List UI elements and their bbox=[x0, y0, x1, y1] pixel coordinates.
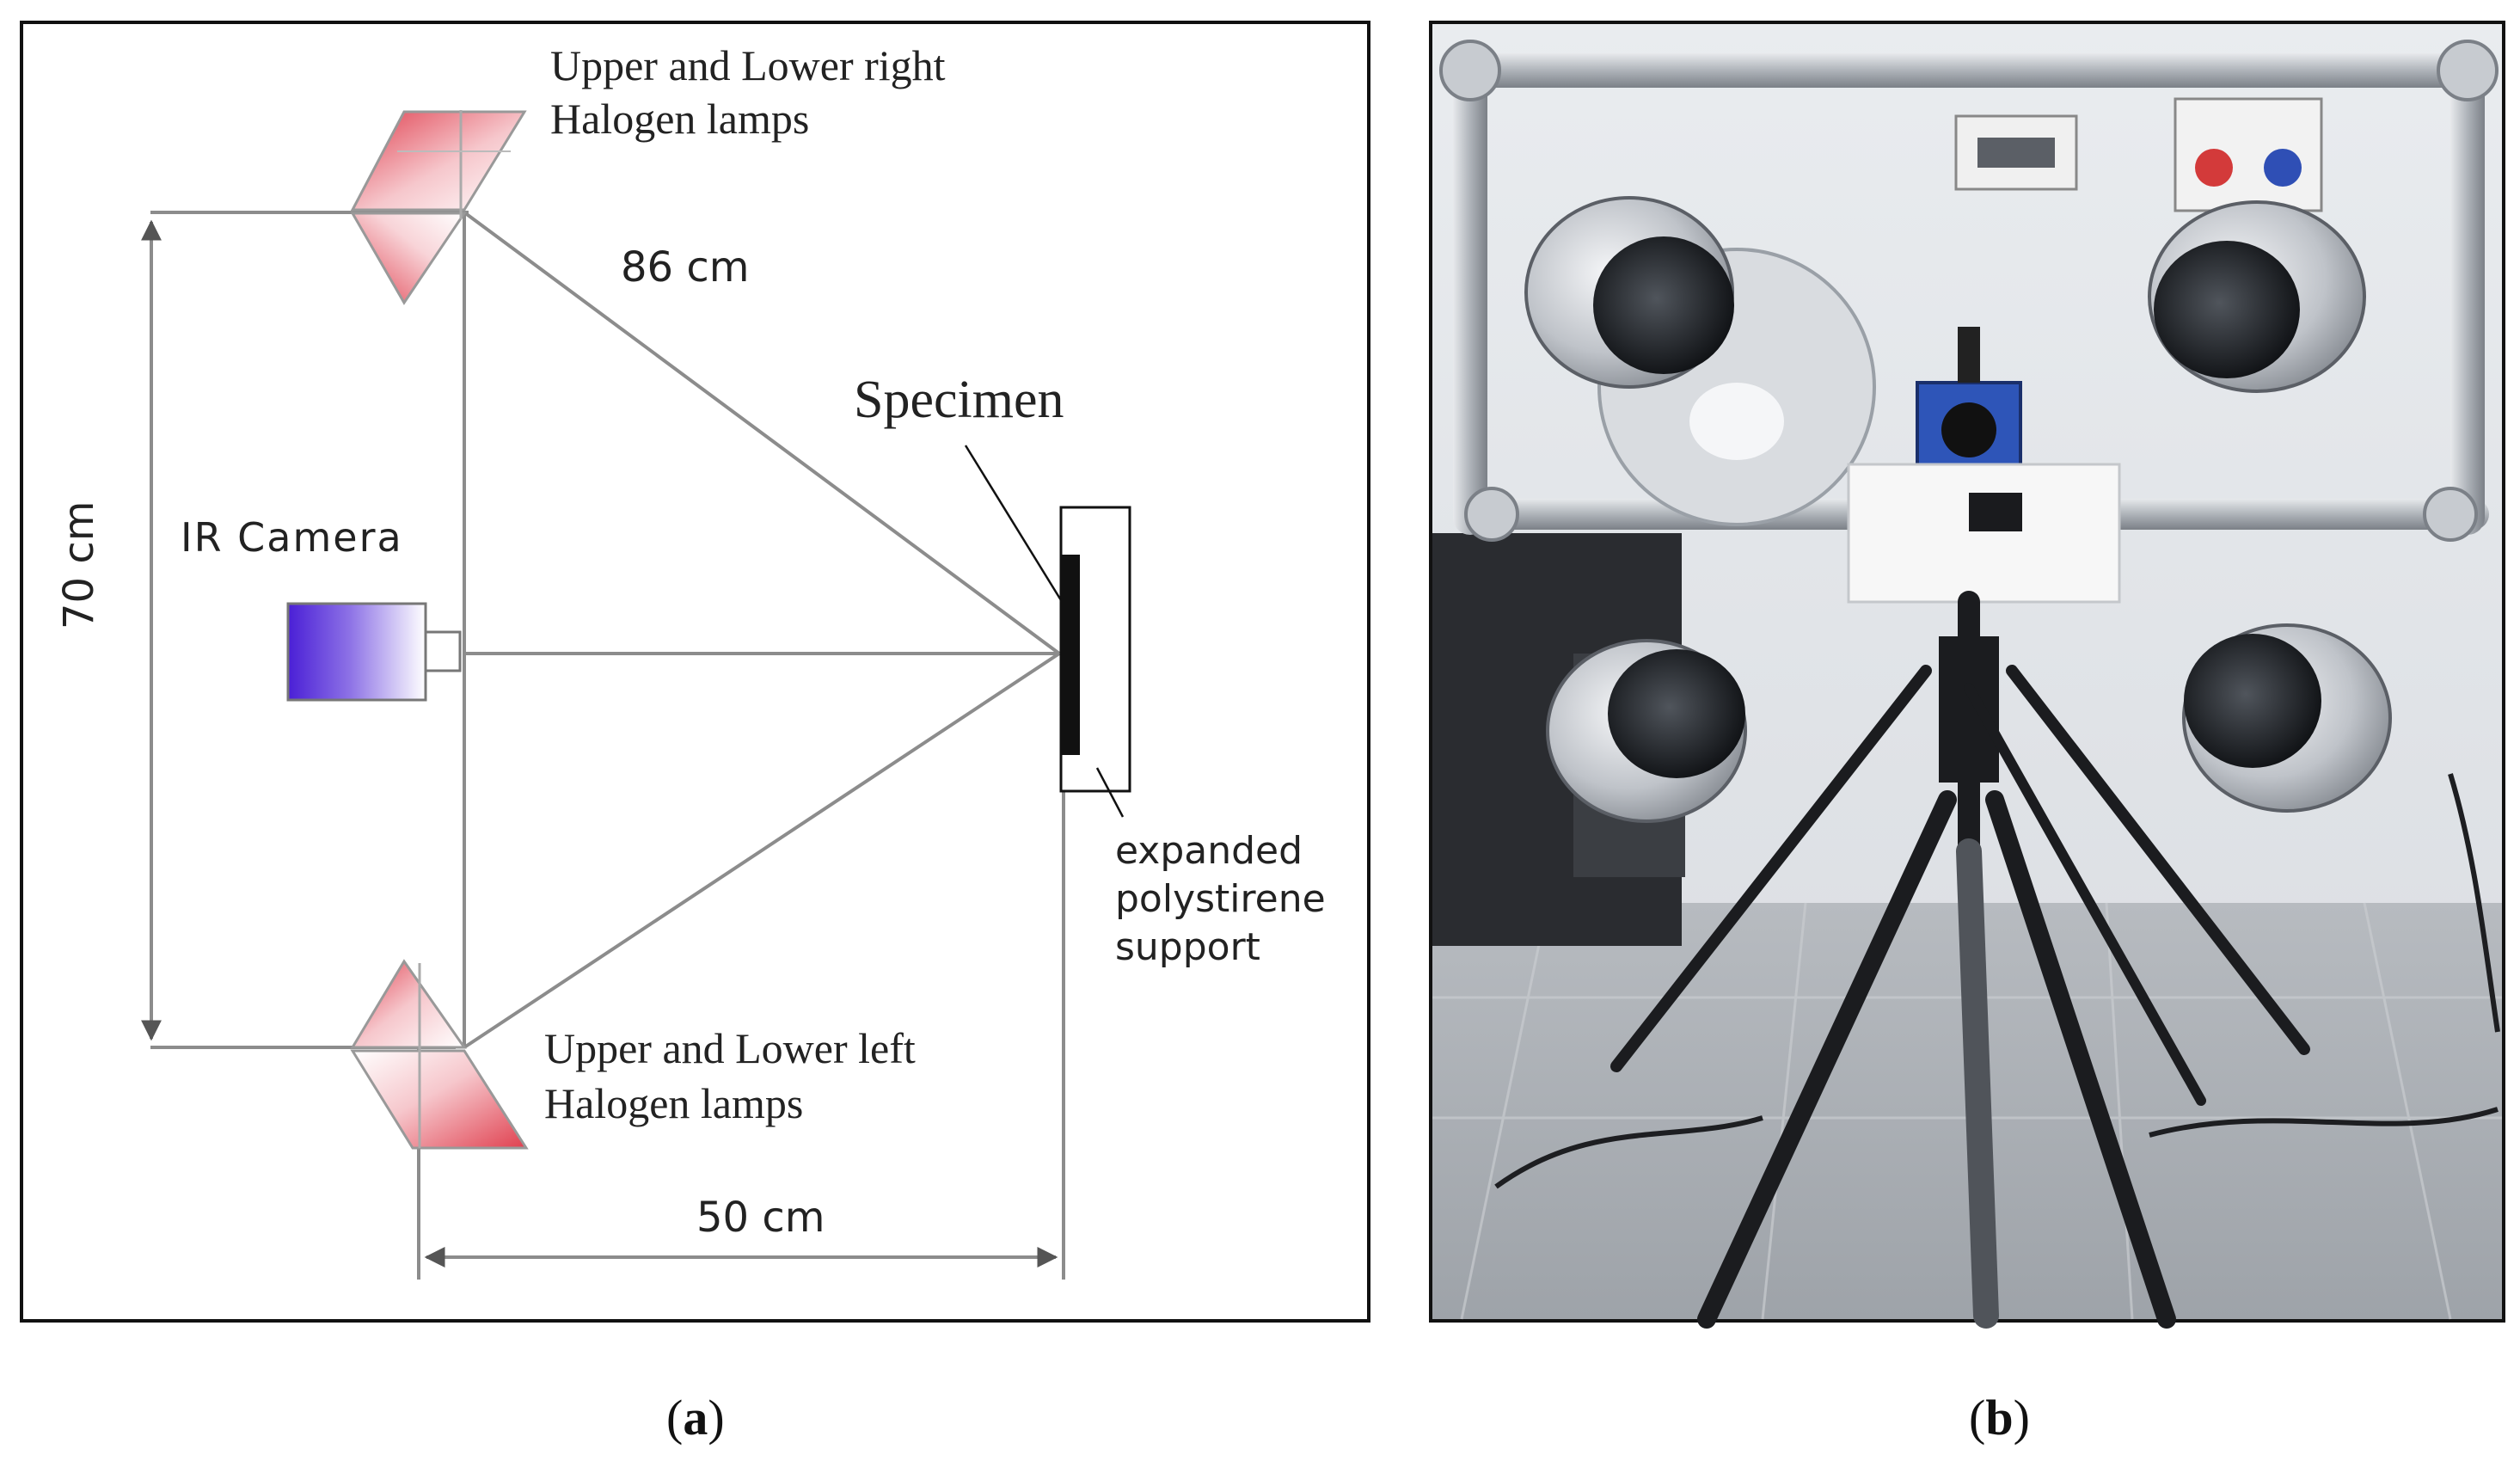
caption-b-letter: b bbox=[1985, 1390, 2014, 1446]
caption-a-open: ( bbox=[666, 1390, 684, 1446]
caption-a-close: ) bbox=[708, 1390, 725, 1446]
caption-b: (b) bbox=[1969, 1389, 2030, 1446]
photo-lamp-upper-right bbox=[2148, 200, 2366, 393]
caption-a: (a) bbox=[666, 1389, 725, 1446]
photo-ir-camera bbox=[1916, 327, 2022, 470]
panel-a-frame bbox=[20, 21, 1370, 1323]
photo-specimen bbox=[1969, 493, 2022, 531]
support-label: expanded polystirene support bbox=[1115, 827, 1326, 972]
geometry-lines bbox=[463, 211, 1061, 1049]
caption-b-open: ( bbox=[1969, 1390, 1986, 1446]
upper-lamps-label-line1: Upper and Lower right bbox=[550, 41, 946, 89]
lower-lamp-icon bbox=[350, 959, 529, 1150]
ir-camera-icon bbox=[286, 602, 462, 702]
specimen-support bbox=[1059, 506, 1131, 793]
leader-lines bbox=[964, 445, 1125, 818]
frame-top-bar bbox=[1453, 53, 2485, 88]
specimen-label: Specimen bbox=[854, 371, 1064, 429]
upper-lamps-label: Upper and Lower right Halogen lamps bbox=[550, 39, 946, 145]
photo-lamp-lower-left bbox=[1546, 639, 1747, 823]
caption-b-close: ) bbox=[2013, 1390, 2030, 1446]
dim-diagonal-label: 86 cm bbox=[621, 243, 750, 292]
camera-label: IR Camera bbox=[181, 514, 403, 561]
lower-lamps-label: Upper and Lower left Halogen lamps bbox=[544, 1021, 916, 1131]
upper-lamp-icon bbox=[350, 110, 527, 305]
photo-lamp-lower-right bbox=[2182, 623, 2392, 813]
photo-specimen-support bbox=[1847, 463, 2121, 604]
caption-a-letter: a bbox=[683, 1390, 708, 1446]
photo-lamp-upper-left bbox=[1524, 196, 1734, 389]
dim-horizontal-label: 50 cm bbox=[696, 1194, 825, 1242]
specimen-icon bbox=[1061, 555, 1080, 755]
support-label-line2: polystirene bbox=[1115, 877, 1326, 921]
support-label-line3: support bbox=[1115, 925, 1260, 969]
lower-lamps-label-line2: Halogen lamps bbox=[544, 1079, 804, 1127]
upper-lamps-label-line2: Halogen lamps bbox=[550, 95, 810, 143]
lower-lamps-label-line1: Upper and Lower left bbox=[544, 1024, 916, 1072]
photo-tripod bbox=[1610, 591, 2310, 1329]
support-label-line1: expanded bbox=[1115, 829, 1303, 873]
